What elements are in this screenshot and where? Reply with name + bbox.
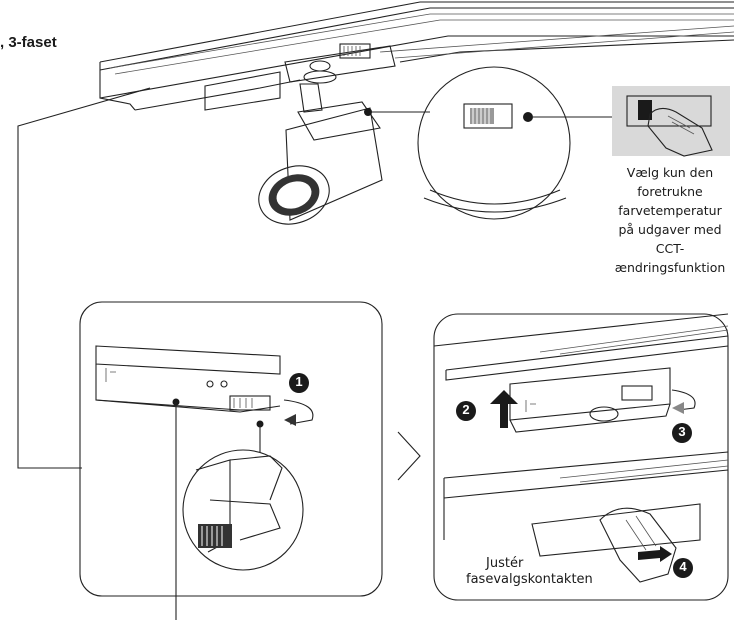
- step1-panel: [79, 301, 383, 620]
- step-4-number: 4: [679, 559, 687, 574]
- adjust-note-line2: fasevalgskontakten: [466, 572, 593, 587]
- step-1-marker: [289, 373, 309, 393]
- step-3-marker: [672, 423, 692, 443]
- next-arrow: [397, 431, 421, 481]
- cct-note-line: CCT-: [655, 241, 685, 256]
- step-2-marker: [456, 401, 476, 421]
- step2-4-panel: [433, 313, 729, 601]
- cct-note-line: Vælg kun den: [626, 165, 714, 180]
- cct-switch-zoom: [417, 66, 618, 220]
- cct-note-line: på udgaver med: [618, 222, 722, 237]
- adjust-note-line1: Justér: [486, 556, 524, 571]
- adjust-note: Justér fasevalgskontakten: [466, 556, 626, 588]
- step-4-marker: [673, 558, 693, 578]
- page-heading: , 3-faset: [0, 34, 57, 51]
- cct-note-line: ændringsfunktion: [614, 260, 726, 275]
- cct-note-line: farvetemperatur: [618, 203, 722, 218]
- step-3-number: 3: [678, 424, 686, 439]
- track-adapter-top: [284, 43, 396, 84]
- cct-hand-panel: [612, 86, 730, 157]
- step-1-number: 1: [295, 374, 303, 389]
- cct-note: Vælg kun den foretrukne farvetemperatur …: [612, 163, 728, 277]
- track-rail-top: [99, 1, 734, 111]
- step-2-number: 2: [462, 402, 470, 417]
- cct-note-line: foretrukne: [637, 184, 703, 199]
- spotlight: [258, 83, 383, 225]
